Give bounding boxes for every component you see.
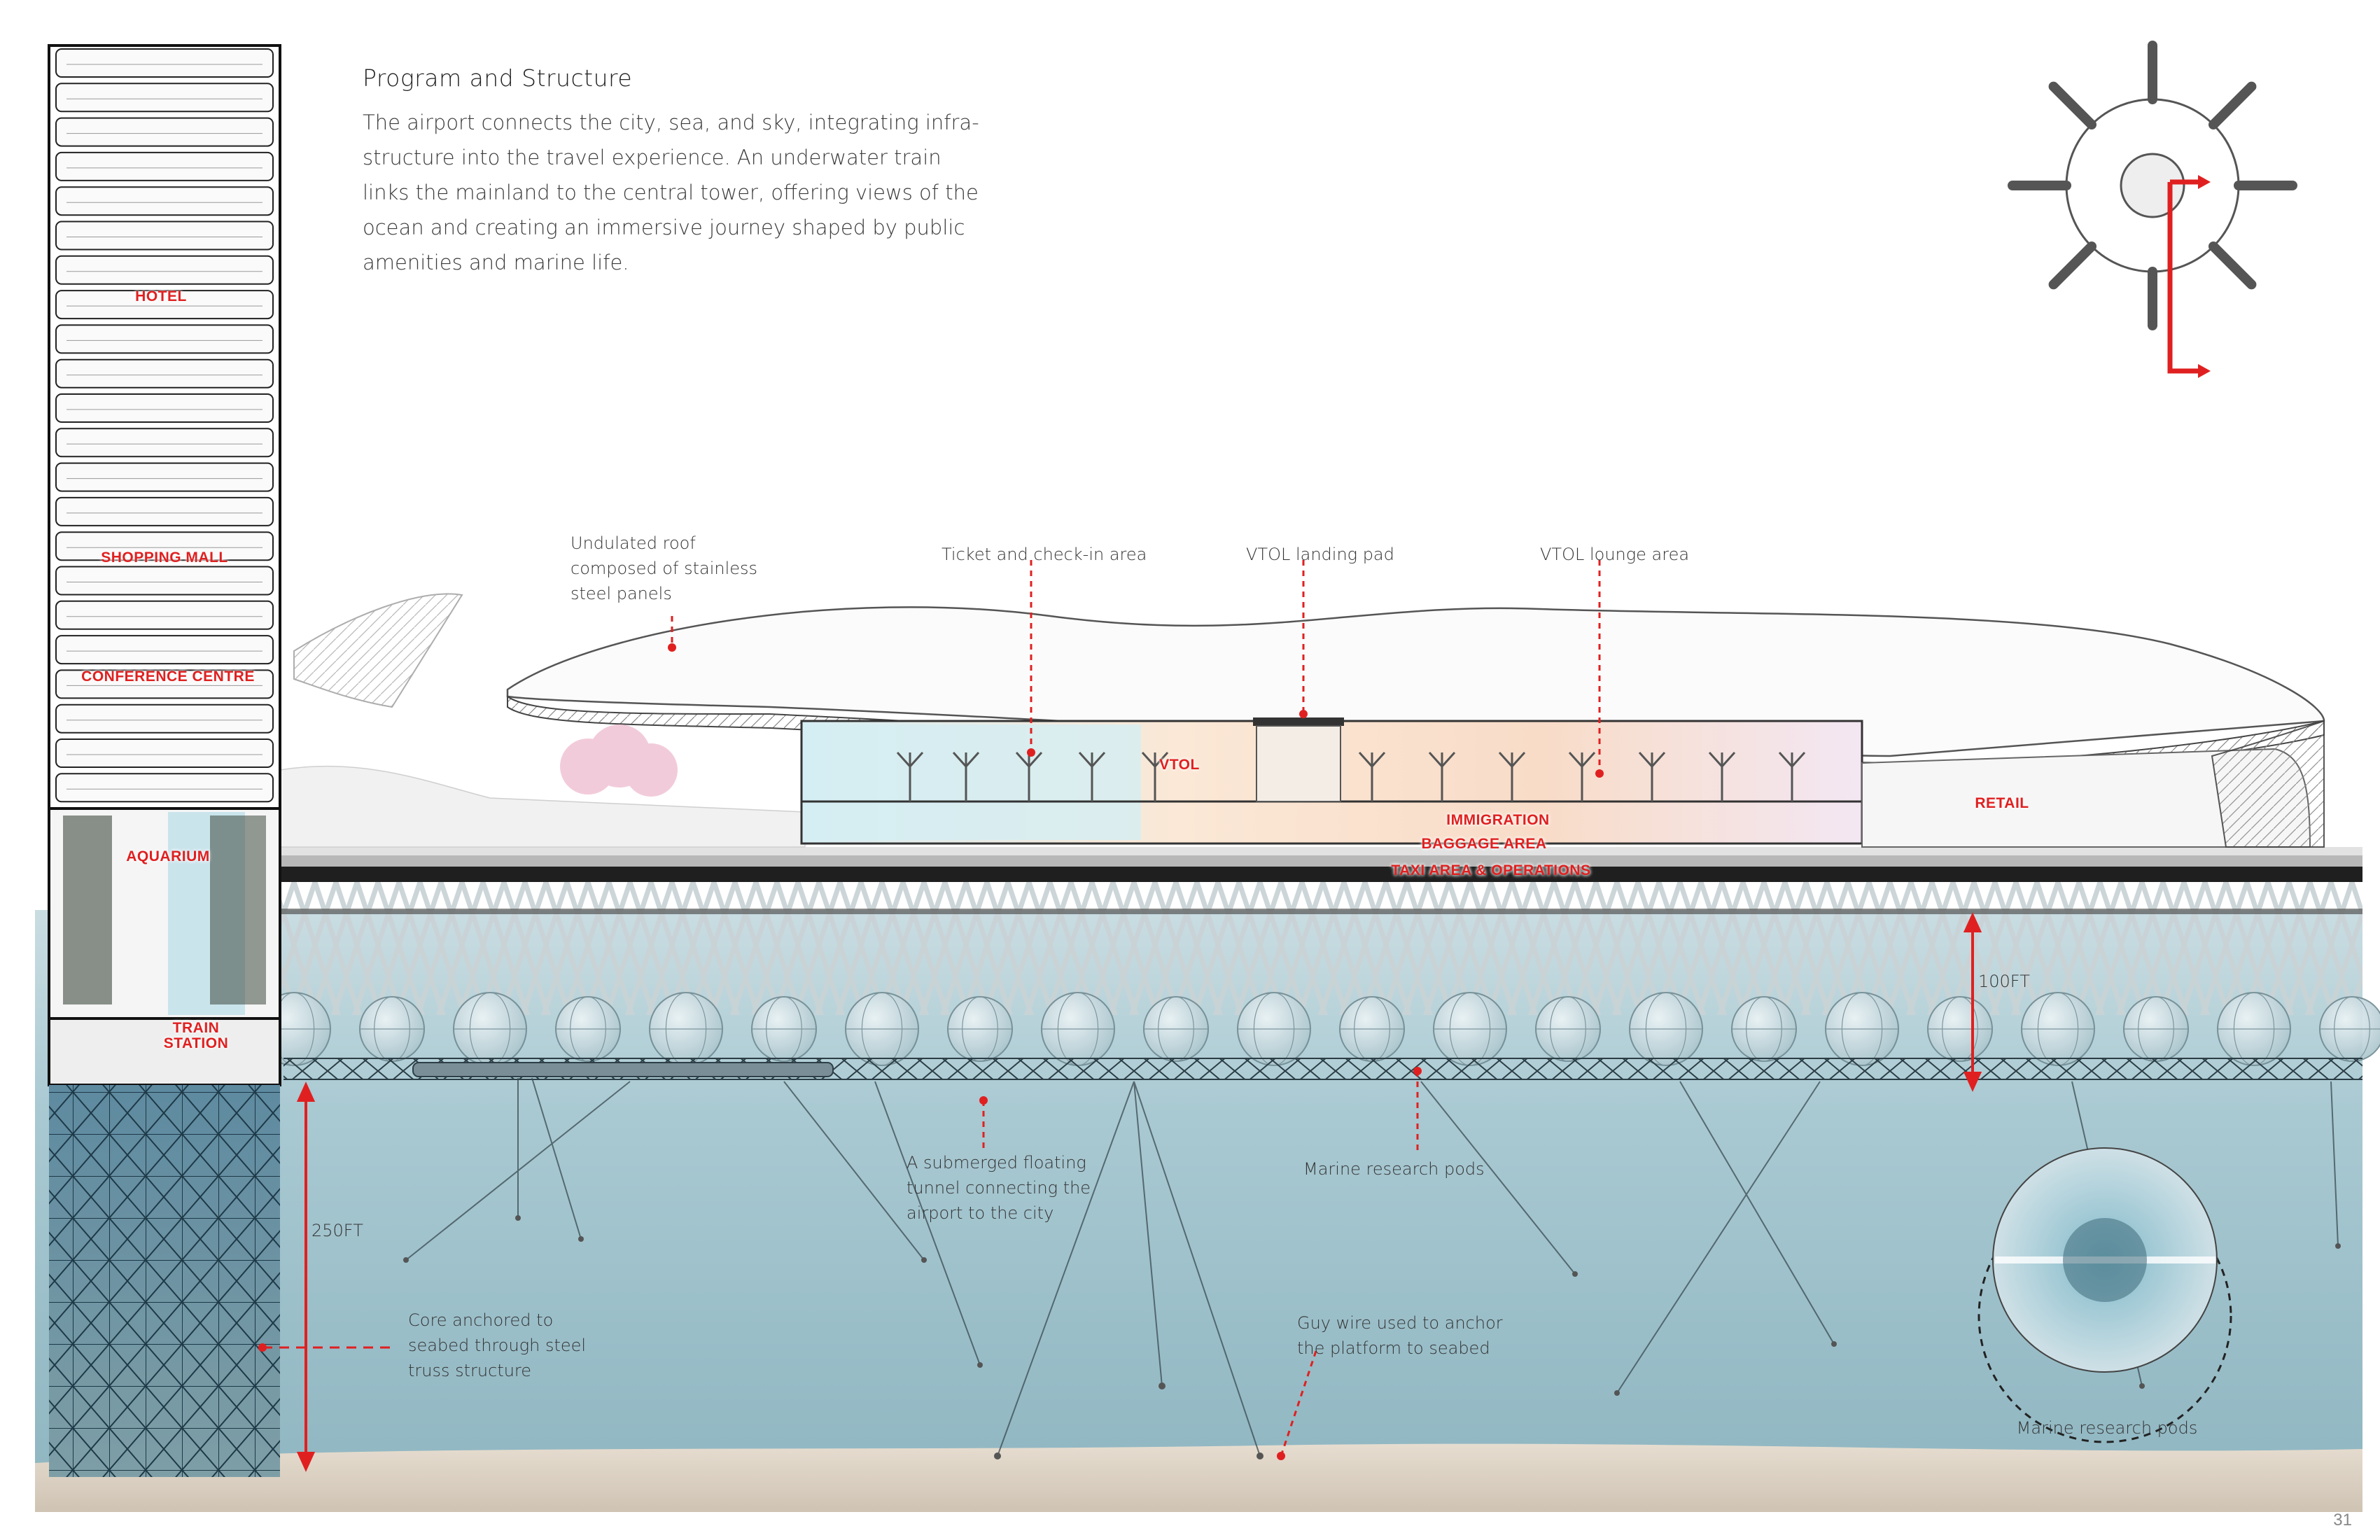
key-plan xyxy=(2008,41,2297,378)
terminal-columns xyxy=(896,751,1806,802)
callout-roof: Undulated roof composed of stainless ste… xyxy=(570,533,758,603)
callout-vtol-lounge: VTOL lounge area xyxy=(1540,545,1690,564)
tower-floor xyxy=(55,324,274,354)
pier-spoke xyxy=(2048,81,2097,130)
column-branch xyxy=(1028,751,1043,768)
platform-deck xyxy=(280,855,2362,867)
trees xyxy=(560,724,678,797)
tower-floor xyxy=(55,462,274,492)
pier-spoke xyxy=(2048,241,2097,290)
column-branch xyxy=(1778,751,1793,768)
callout-pod-inset: Marine research pods xyxy=(2016,1418,2198,1438)
column-branch xyxy=(1015,751,1030,768)
label-shopping-mall: SHOPPING MALL xyxy=(101,550,228,566)
tower-floor xyxy=(55,83,274,113)
page-title: Program and Structure xyxy=(363,64,633,92)
seabed xyxy=(35,1443,2362,1512)
undulated-roof xyxy=(506,606,2325,757)
tower-floor xyxy=(55,151,274,181)
label-taxi-area: TAXI AREA & OPERATIONS xyxy=(1391,862,1591,878)
callout-tunnel: A submerged floating tunnel connecting t… xyxy=(906,1153,1091,1223)
column-branch xyxy=(1638,751,1653,768)
leader-dots xyxy=(258,643,1604,1460)
tower-floor xyxy=(55,255,274,285)
column-branch xyxy=(1511,751,1526,768)
tower-floor xyxy=(55,290,274,320)
intro-paragraph: The airport connects the city, sea, and … xyxy=(363,111,979,274)
column-branch xyxy=(1371,751,1386,768)
tower-floor xyxy=(55,531,274,561)
column-branch xyxy=(1078,751,1093,768)
column-branch xyxy=(1708,751,1723,768)
tower xyxy=(48,44,281,1477)
tower-floor xyxy=(55,738,274,768)
tower-floor xyxy=(55,48,274,78)
column-branch xyxy=(909,751,924,768)
column-branch xyxy=(1721,751,1736,768)
label-baggage-area: BAGGAGE AREA xyxy=(1421,836,1547,852)
callout-guy-wire: Guy wire used to anchor the platform to … xyxy=(1297,1313,1503,1358)
column-branch xyxy=(896,751,911,768)
column-branch xyxy=(1791,751,1806,768)
leader-lines xyxy=(262,560,1601,1457)
dimension-250ft: 250FT xyxy=(312,1221,363,1240)
label-retail: RETAIL xyxy=(1975,795,2029,811)
right-roof-end xyxy=(2211,720,2325,848)
tower-floor xyxy=(55,393,274,423)
column-branch xyxy=(1141,751,1156,768)
callout-vtol-pad: VTOL landing pad xyxy=(1246,545,1394,564)
column-branch xyxy=(1498,751,1513,768)
label-immigration: IMMIGRATION xyxy=(1446,812,1550,828)
tower-floor xyxy=(55,600,274,630)
floating-tunnel xyxy=(284,1058,2362,1080)
guy-wires xyxy=(405,1077,2339,1457)
tower-floor xyxy=(55,220,274,251)
tower-floor xyxy=(55,566,274,596)
background-terrain xyxy=(279,765,806,848)
label-vtol: VTOL xyxy=(1159,757,1200,773)
train-station-block xyxy=(48,1017,281,1086)
vtol-landing-pad xyxy=(1253,718,1344,726)
tower-floor xyxy=(55,635,274,665)
label-train-station: TRAIN STATION xyxy=(163,1020,229,1051)
dimension-arrows xyxy=(296,912,1982,1472)
callout-core: Core anchored to seabed through steel tr… xyxy=(408,1310,587,1380)
column-branch xyxy=(1428,751,1443,768)
label-aquarium: AQUARIUM xyxy=(126,848,210,864)
terminal-glass-facade xyxy=(805,724,1141,840)
column-branch xyxy=(1568,751,1583,768)
tower-floor xyxy=(55,496,274,526)
pod-inset xyxy=(1977,1147,2232,1443)
tower-floor xyxy=(55,704,274,734)
tower-floor xyxy=(55,186,274,216)
vtol-shaft xyxy=(1256,725,1341,802)
tower-floor xyxy=(55,428,274,458)
tower-floor xyxy=(55,669,274,699)
column-branch xyxy=(1358,751,1373,768)
column-branch xyxy=(952,751,967,768)
column-branch xyxy=(1441,751,1456,768)
pier-spoke xyxy=(2208,241,2257,290)
column-branch xyxy=(965,751,980,768)
left-roof-fragment xyxy=(293,593,463,708)
tower-floor xyxy=(55,773,274,803)
pier-spoke xyxy=(2208,81,2257,130)
column-branch xyxy=(1581,751,1596,768)
dimension-100ft: 100FT xyxy=(1978,972,2030,991)
label-hotel: HOTEL xyxy=(135,288,187,304)
label-conference-centre: CONFERENCE CENTRE xyxy=(81,668,255,685)
truss-structure xyxy=(280,867,2362,1015)
callout-marine-pods: Marine research pods xyxy=(1303,1159,1485,1179)
callout-ticket: Ticket and check-in area xyxy=(941,545,1147,564)
column-branch xyxy=(1651,751,1666,768)
tower-floor xyxy=(55,117,274,147)
tower-floor xyxy=(55,358,274,388)
underwater-train xyxy=(412,1062,834,1077)
page-number: 31 xyxy=(2333,1511,2352,1530)
column-branch xyxy=(1091,751,1106,768)
column-branch xyxy=(1154,751,1169,768)
anchor-points xyxy=(403,1215,2341,1460)
ground-plaza xyxy=(280,847,2362,855)
